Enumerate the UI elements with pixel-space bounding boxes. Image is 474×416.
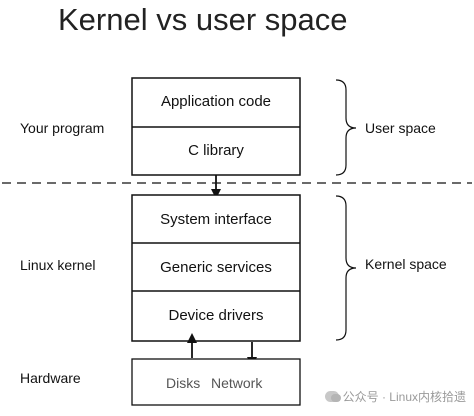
disks-label: Disks [166, 375, 201, 391]
linux-kernel-label: Linux kernel [20, 257, 96, 273]
watermark-text: 公众号 · Linux内核拾遗 [342, 390, 466, 404]
c-library-box: C library [188, 142, 244, 159]
hardware-box [131, 358, 301, 406]
your-program-label: Your program [20, 120, 105, 136]
device-drivers-box: Device drivers [168, 307, 264, 324]
kernel-space-brace [335, 195, 357, 341]
user-space-label: User space [365, 120, 436, 136]
generic-services-box: Generic services [160, 259, 272, 276]
diagram-title: Kernel vs user space [58, 2, 348, 37]
application-code-box: Application code [160, 93, 272, 110]
kernel-space-label: Kernel space [365, 256, 447, 272]
system-interface-box: System interface [160, 211, 272, 228]
kernel-space-stack [131, 194, 301, 342]
wechat-icon [324, 391, 341, 402]
network-label: Network [211, 375, 263, 391]
hardware-label: Hardware [20, 370, 81, 386]
watermark: 公众号 · Linux内核拾遗 [324, 388, 466, 405]
user-space-brace [335, 79, 357, 176]
